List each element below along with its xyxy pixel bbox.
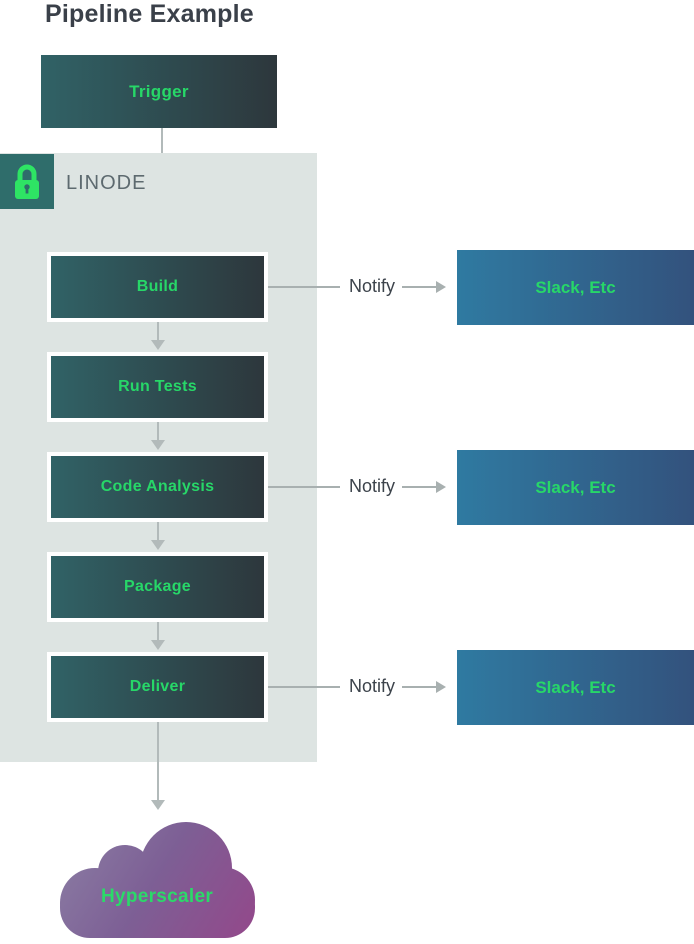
notify-label: Notify — [348, 276, 395, 296]
slack-node: Slack, Etc — [457, 650, 694, 725]
step-run-tests: Run Tests — [47, 352, 268, 422]
slack-label: Slack, Etc — [535, 677, 616, 697]
zone-label: LINODE — [66, 172, 147, 194]
arrow-runtests-to-codeanalysis — [157, 422, 159, 441]
notify-row-build: Notify Slack, Etc — [0, 250, 694, 325]
arrow-down-icon — [151, 800, 165, 810]
arrow-right-icon — [436, 281, 446, 293]
notify-arrow-line — [402, 486, 437, 488]
slack-label: Slack, Etc — [535, 277, 616, 297]
connector-line — [268, 686, 340, 688]
arrow-codeanalysis-to-package — [157, 522, 159, 541]
arrow-down-icon — [151, 340, 165, 350]
lock-icon — [15, 164, 39, 199]
arrow-right-icon — [436, 681, 446, 693]
arrow-deliver-to-cloud — [157, 722, 159, 801]
notify-row-deliver: Notify Slack, Etc — [0, 650, 694, 725]
slack-node: Slack, Etc — [457, 450, 694, 525]
arrow-down-icon — [151, 640, 165, 650]
step-label: Run Tests — [118, 378, 197, 395]
step-code-analysis: Code Analysis — [47, 452, 268, 522]
step-package: Package — [47, 552, 268, 622]
cloud-icon — [60, 822, 255, 938]
arrow-right-icon — [436, 481, 446, 493]
arrow-package-to-deliver — [157, 622, 159, 641]
trigger-node: Trigger — [41, 55, 277, 128]
step-label: Package — [123, 578, 192, 595]
slack-label: Slack, Etc — [535, 477, 616, 497]
notify-arrow-line — [402, 286, 437, 288]
notify-row-code-analysis: Notify Slack, Etc — [0, 450, 694, 525]
notify-label: Notify — [348, 476, 395, 496]
step-deliver: Deliver — [47, 652, 268, 722]
page-title: Pipeline Example — [45, 0, 254, 28]
arrow-down-icon — [151, 440, 165, 450]
step-build: Build — [47, 252, 268, 322]
notify-arrow-line — [402, 686, 437, 688]
step-label: Deliver — [129, 678, 186, 695]
slack-node: Slack, Etc — [457, 250, 694, 325]
notify-label: Notify — [348, 676, 395, 696]
lock-badge — [0, 154, 54, 209]
cloud-label: Hyperscaler — [100, 886, 214, 907]
connector-line — [268, 486, 340, 488]
step-label: Code Analysis — [100, 478, 215, 495]
connector-line — [268, 286, 340, 288]
step-label: Build — [136, 278, 179, 295]
arrow-down-icon — [151, 540, 165, 550]
arrow-build-to-runtests — [157, 322, 159, 341]
trigger-label: Trigger — [129, 81, 189, 101]
